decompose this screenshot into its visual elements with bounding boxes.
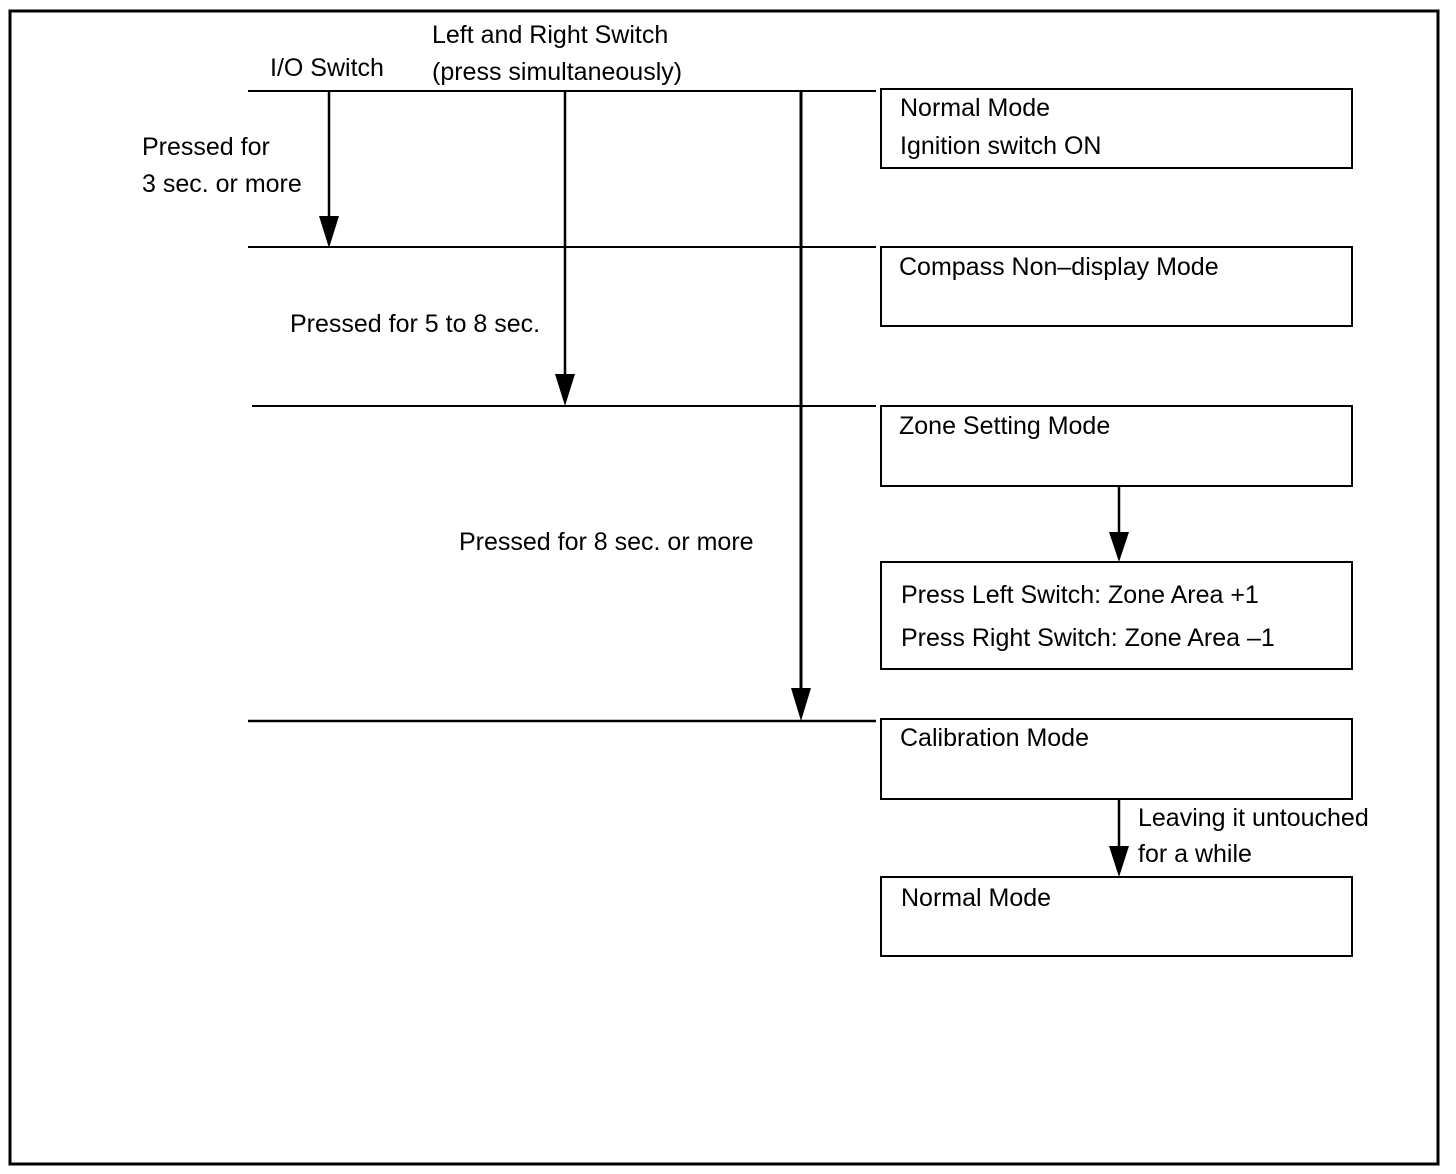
- lr-press-short-label: Pressed for 5 to 8 sec.: [290, 310, 541, 338]
- zone-adjust-box: [880, 561, 1353, 670]
- io-switch-label: I/O Switch: [270, 54, 384, 82]
- normal-start-subtitle: Ignition switch ON: [900, 132, 1102, 160]
- lr-press-long-label: Pressed for 8 sec. or more: [459, 528, 754, 556]
- lr-switch-label-line2: (press simultaneously): [432, 58, 683, 86]
- lr-switch-label-line1: Left and Right Switch: [432, 21, 669, 49]
- zone-setting-box: [880, 405, 1353, 487]
- zone-setting-title: Zone Setting Mode: [899, 412, 1111, 440]
- lr-short-arrow-head: [555, 374, 575, 406]
- normal-start-box: [880, 88, 1353, 169]
- io-press-label-line1: Pressed for: [142, 133, 270, 161]
- io-press-label-line2: 3 sec. or more: [142, 170, 302, 198]
- timeout-label-line2: for a while: [1138, 840, 1252, 868]
- compass-nondisplay-box: [880, 246, 1353, 327]
- zone-adjust-line1: Press Left Switch: Zone Area +1: [901, 581, 1259, 609]
- calibration-to-normal-arrow-head: [1109, 846, 1129, 877]
- timeout-label-line1: Leaving it untouched: [1138, 804, 1369, 832]
- compass-nondisplay-title: Compass Non–display Mode: [899, 253, 1219, 281]
- normal-end-box: [880, 876, 1353, 957]
- calibration-title: Calibration Mode: [900, 724, 1089, 752]
- lr-long-arrow-head: [791, 688, 811, 721]
- zone-adjust-line2: Press Right Switch: Zone Area –1: [901, 624, 1275, 652]
- calibration-box: [880, 718, 1353, 800]
- normal-start-title: Normal Mode: [900, 94, 1051, 122]
- io-switch-arrow-head: [319, 216, 339, 248]
- outer-frame: [8, 9, 1440, 1166]
- zone-to-adjust-arrow-head: [1109, 532, 1129, 562]
- normal-end-title: Normal Mode: [901, 884, 1052, 912]
